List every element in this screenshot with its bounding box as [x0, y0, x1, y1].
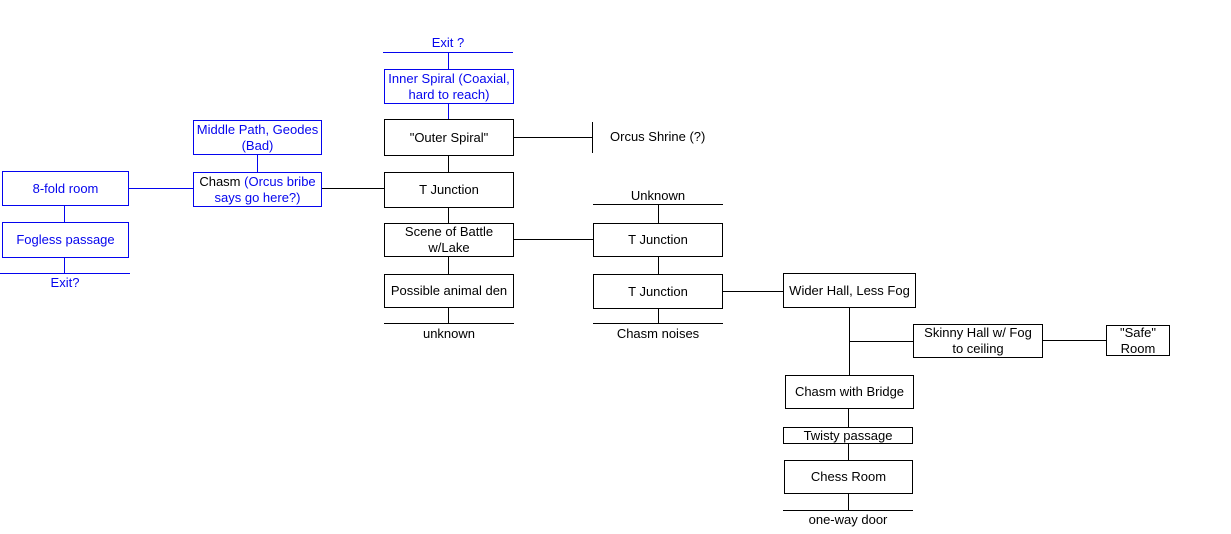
node-outer-spiral: "Outer Spiral" — [384, 119, 514, 156]
unknown-right-label: Unknown — [630, 188, 686, 203]
edge-scene-tjunction-r1 — [513, 239, 593, 240]
one-way-door-line — [783, 510, 913, 511]
edge-tjunction-r2-noises — [658, 308, 659, 323]
edge-wider-hall-chasm-bridge — [849, 307, 850, 375]
edge-tjunction-scene — [448, 207, 449, 223]
edge-tjunction-r2-wider-hall — [722, 291, 783, 292]
node-scene-of-battle: Scene of Battle w/Lake — [384, 223, 514, 257]
node-t-junction-right2: T Junction — [593, 274, 723, 309]
node-chess-room: Chess Room — [784, 460, 913, 494]
node-middle-path: Middle Path, Geodes (Bad) — [193, 120, 322, 155]
node-chasm-with-bridge: Chasm with Bridge — [785, 375, 914, 409]
exit-left-line — [0, 273, 130, 274]
edge-chasm-tjunction — [322, 188, 384, 189]
unknown-center-line — [384, 323, 514, 324]
node-safe-room: "Safe" Room — [1106, 325, 1170, 356]
edge-middle-path-chasm — [257, 154, 258, 172]
chasm-noises-label: Chasm noises — [616, 326, 700, 341]
edge-exit-inner-spiral — [448, 52, 449, 69]
exit-left-label: Exit? — [50, 275, 80, 290]
node-chasm-bribe: Chasm (Orcus bribe says go here?) — [193, 172, 322, 207]
node-skinny-hall: Skinny Hall w/ Fog to ceiling — [913, 324, 1043, 358]
edge-outer-spiral-orcus — [513, 137, 592, 138]
unknown-center-label: unknown — [422, 326, 476, 341]
node-t-junction-center: T Junction — [384, 172, 514, 208]
edge-skinny-hall-safe-room — [1042, 340, 1106, 341]
chasm-bribe-label: Chasm (Orcus bribe says go here?) — [199, 173, 316, 205]
one-way-door-label: one-way door — [808, 512, 888, 527]
edge-eightfold-chasm — [129, 188, 193, 189]
node-wider-hall: Wider Hall, Less Fog — [783, 273, 916, 308]
edge-outer-spiral-tjunction — [448, 155, 449, 172]
node-twisty-passage: Twisty passage — [783, 427, 913, 444]
edge-twisty-chess — [848, 443, 849, 460]
edge-branch-skinny-hall — [850, 341, 913, 342]
edge-den-unknown — [448, 307, 449, 323]
edge-eightfold-fogless — [64, 205, 65, 222]
edge-chess-one-way — [848, 493, 849, 510]
exit-top-label: Exit ? — [431, 35, 465, 50]
chasm-noises-line — [593, 323, 723, 324]
node-fogless-passage: Fogless passage — [2, 222, 129, 258]
edge-fogless-exit — [64, 257, 65, 273]
edge-scene-animal-den — [448, 256, 449, 274]
edge-unknown-tjunction-r1 — [658, 204, 659, 223]
edge-inner-outer-spiral — [448, 103, 449, 119]
edge-tjunction-r1-r2 — [658, 256, 659, 274]
node-possible-animal-den: Possible animal den — [384, 274, 514, 308]
edge-chasm-bridge-twisty — [848, 408, 849, 427]
orcus-shrine-tick — [592, 122, 593, 153]
node-inner-spiral: Inner Spiral (Coaxial, hard to reach) — [384, 69, 514, 104]
node-eight-fold-room: 8-fold room — [2, 171, 129, 206]
orcus-shrine-label: Orcus Shrine (?) — [610, 129, 706, 144]
node-t-junction-right1: T Junction — [593, 223, 723, 257]
